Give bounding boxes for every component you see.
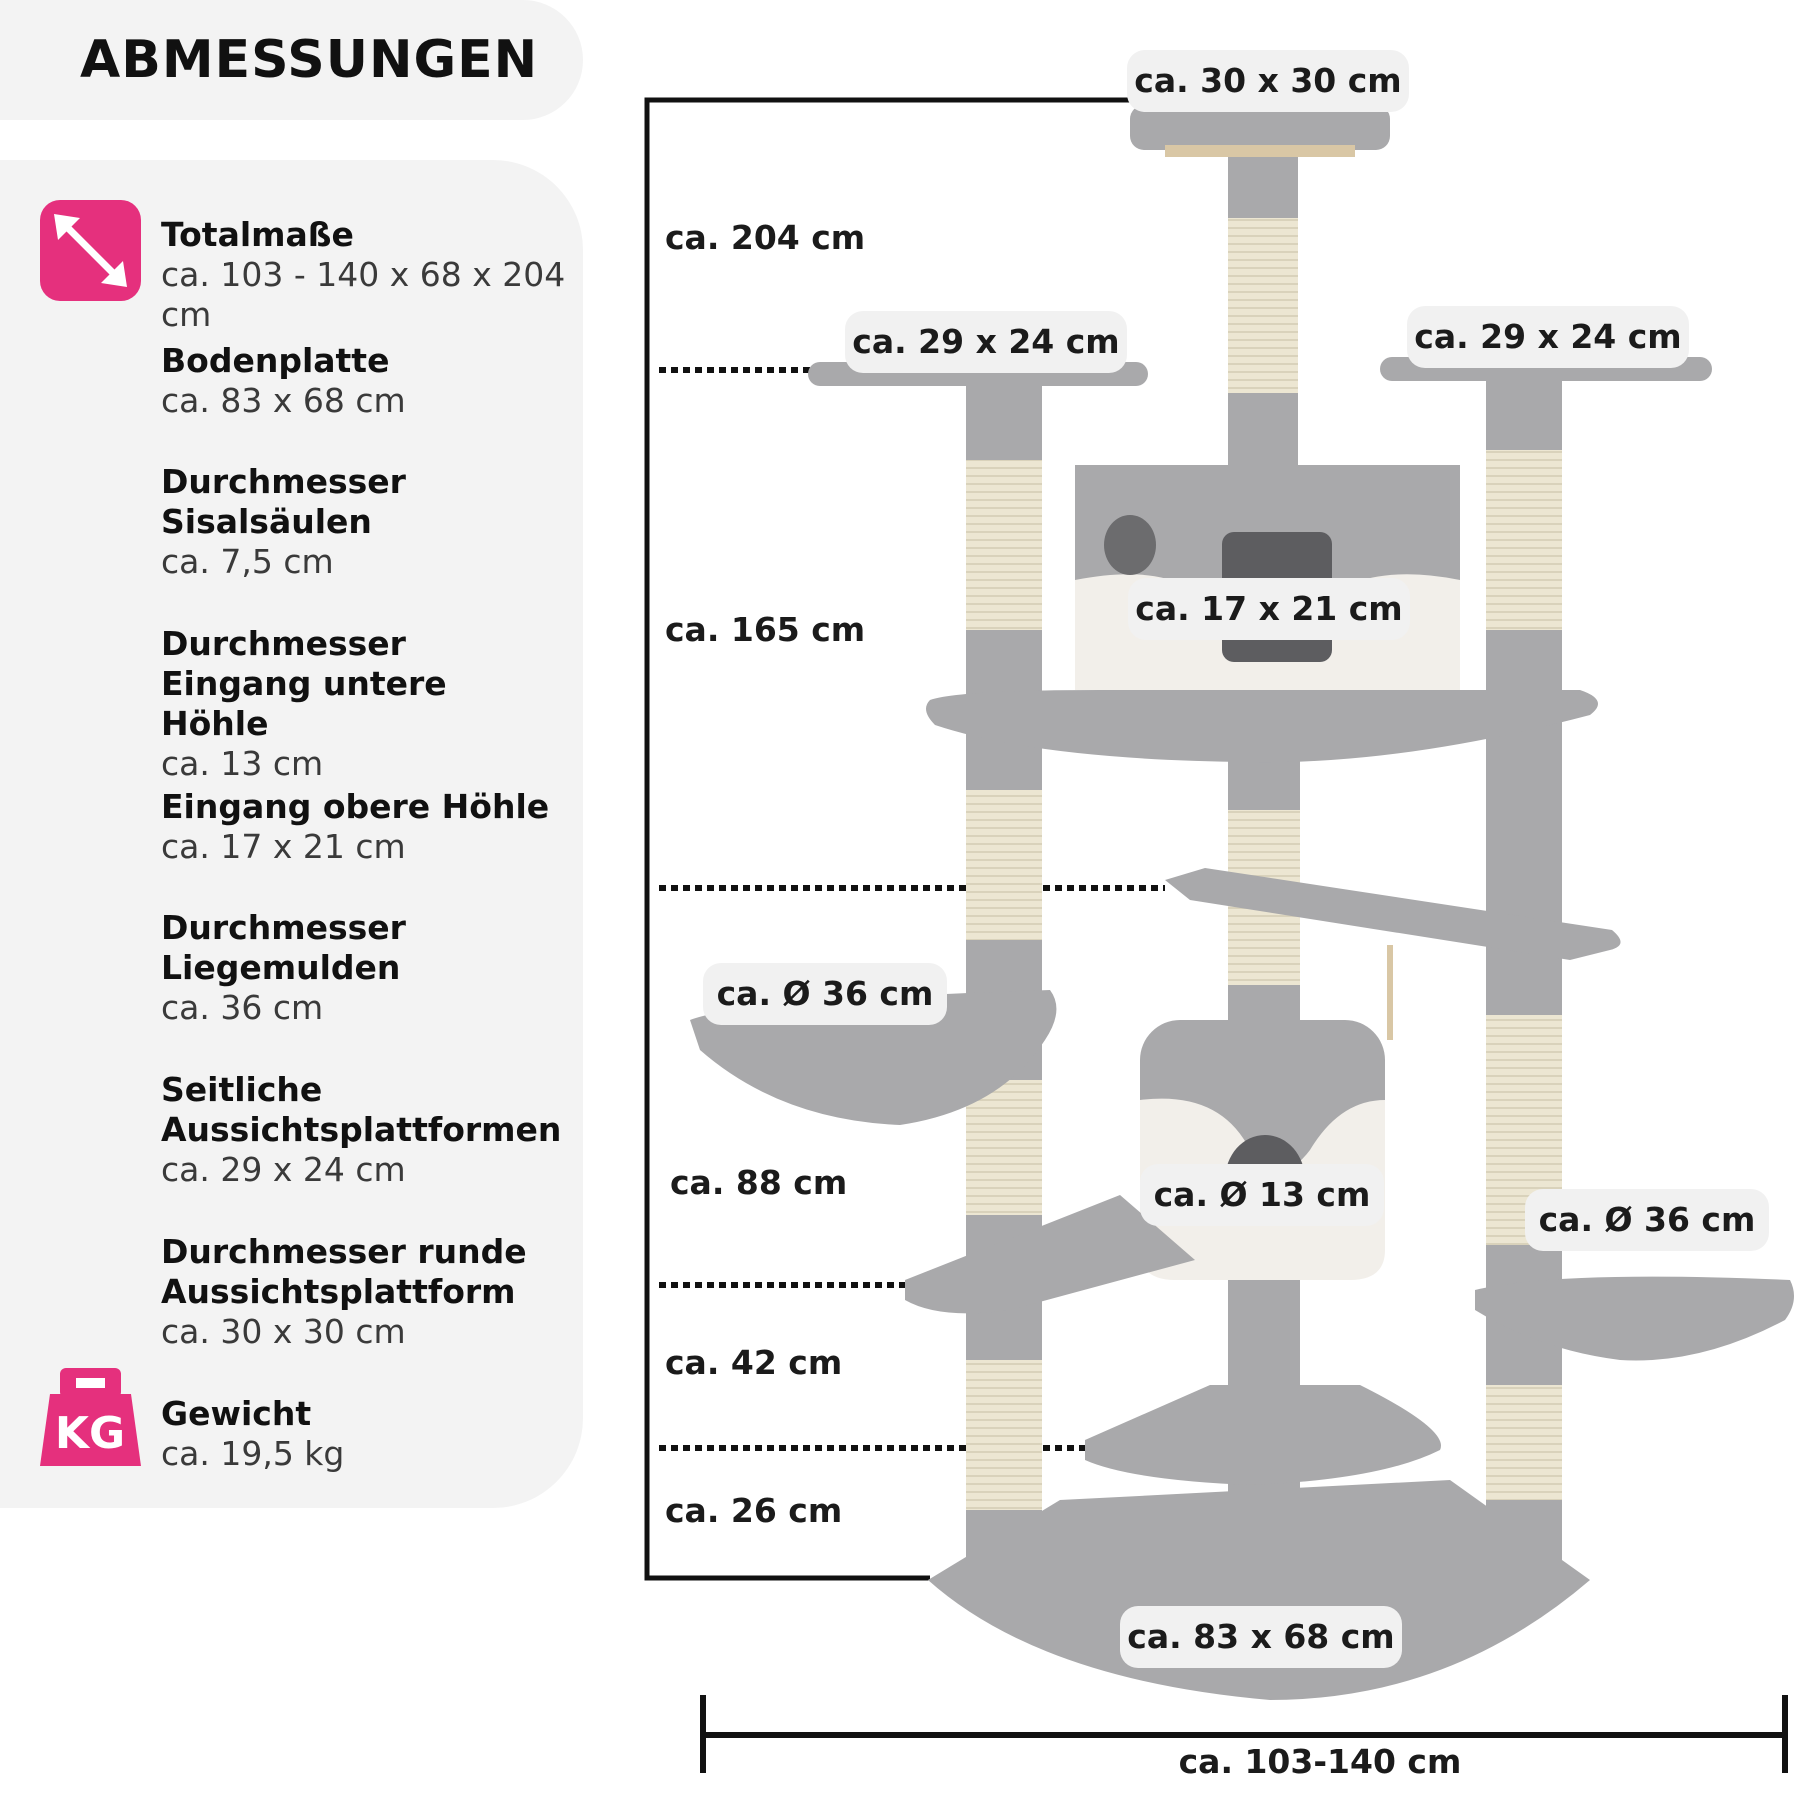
spec-total: Totalmaße ca. 103 - 140 x 68 x 204 cm (161, 215, 581, 335)
height-bracket (644, 97, 1130, 1581)
callout-left-hammock: ca. Ø 36 cm (703, 963, 947, 1025)
callout-upper-cave: ca. 17 x 21 cm (1128, 578, 1410, 640)
spec-value: ca. 30 x 30 cm (161, 1312, 406, 1351)
spec-label: Totalmaße (161, 215, 354, 254)
title-panel: ABMESSUNGEN (0, 0, 583, 120)
spec-label: Durchmesser runde Aussichtsplattform (161, 1232, 527, 1311)
top-platform (1130, 105, 1390, 150)
spec-value: ca. 83 x 68 cm (161, 381, 406, 420)
spec-base-plate: Bodenplatte ca. 83 x 68 cm (161, 341, 581, 421)
width-label: ca. 103-140 cm (1178, 1742, 1462, 1781)
spec-label: Durchmesser Liegemulden (161, 908, 406, 987)
spec-lower-cave: Durchmesser Eingang untere Höhle ca. 13 … (161, 624, 561, 784)
callout-right-platform: ca. 29 x 24 cm (1407, 306, 1689, 368)
spec-value: ca. 13 cm (161, 744, 324, 783)
spec-label: Durchmesser Sisalsäulen (161, 462, 406, 541)
spec-side-platforms: Seitliche Aussichtsplattformen ca. 29 x … (161, 1070, 561, 1190)
lower-left-shelf (905, 1195, 1195, 1314)
middle-shelf (1165, 868, 1621, 960)
spec-label: Eingang obere Höhle (161, 787, 550, 826)
height-label-upper: ca. 165 cm (665, 610, 866, 649)
spec-round-platform: Durchmesser runde Aussichtsplattform ca.… (161, 1232, 561, 1352)
weight-kg-icon: KG (40, 1364, 141, 1466)
page-title: ABMESSUNGEN (80, 30, 539, 90)
width-bar (700, 1695, 1788, 1773)
height-label-middle: ca. 88 cm (670, 1163, 848, 1202)
height-label-total: ca. 204 cm (665, 218, 866, 257)
spec-value: ca. 103 - 140 x 68 x 204 cm (161, 255, 566, 334)
spec-panel (0, 160, 583, 1508)
spec-sisal: Durchmesser Sisalsäulen ca. 7,5 cm (161, 462, 421, 582)
spec-label: Seitliche Aussichtsplattformen (161, 1070, 562, 1149)
height-label-bottom: ca. 26 cm (665, 1491, 843, 1530)
spec-label: Gewicht (161, 1394, 312, 1433)
spec-weight: Gewicht ca. 19,5 kg (161, 1394, 581, 1474)
spec-value: ca. 17 x 21 cm (161, 827, 406, 866)
callout-left-platform: ca. 29 x 24 cm (845, 311, 1127, 373)
height-label-lower: ca. 42 cm (665, 1343, 843, 1382)
spec-value: ca. 36 cm (161, 988, 324, 1027)
spec-upper-cave: Eingang obere Höhle ca. 17 x 21 cm (161, 787, 581, 867)
spec-label: Durchmesser Eingang untere Höhle (161, 624, 447, 743)
bottom-quarter-platform (1085, 1385, 1441, 1485)
callout-right-hammock: ca. Ø 36 cm (1525, 1189, 1769, 1251)
spec-value: ca. 19,5 kg (161, 1434, 345, 1473)
spec-hammock: Durchmesser Liegemulden ca. 36 cm (161, 908, 421, 1028)
callout-top-platform: ca. 30 x 30 cm (1127, 50, 1409, 112)
spec-label: Bodenplatte (161, 341, 390, 380)
diagonal-arrow-icon (40, 200, 141, 301)
spec-value: ca. 7,5 cm (161, 542, 334, 581)
callout-lower-cave: ca. Ø 13 cm (1140, 1164, 1384, 1226)
weight-icon-text: KG (55, 1408, 125, 1459)
right-hammock (1475, 1276, 1794, 1361)
callout-base-plate: ca. 83 x 68 cm (1120, 1606, 1402, 1668)
upper-quarter-platform (926, 690, 1598, 763)
spec-value: ca. 29 x 24 cm (161, 1150, 406, 1189)
